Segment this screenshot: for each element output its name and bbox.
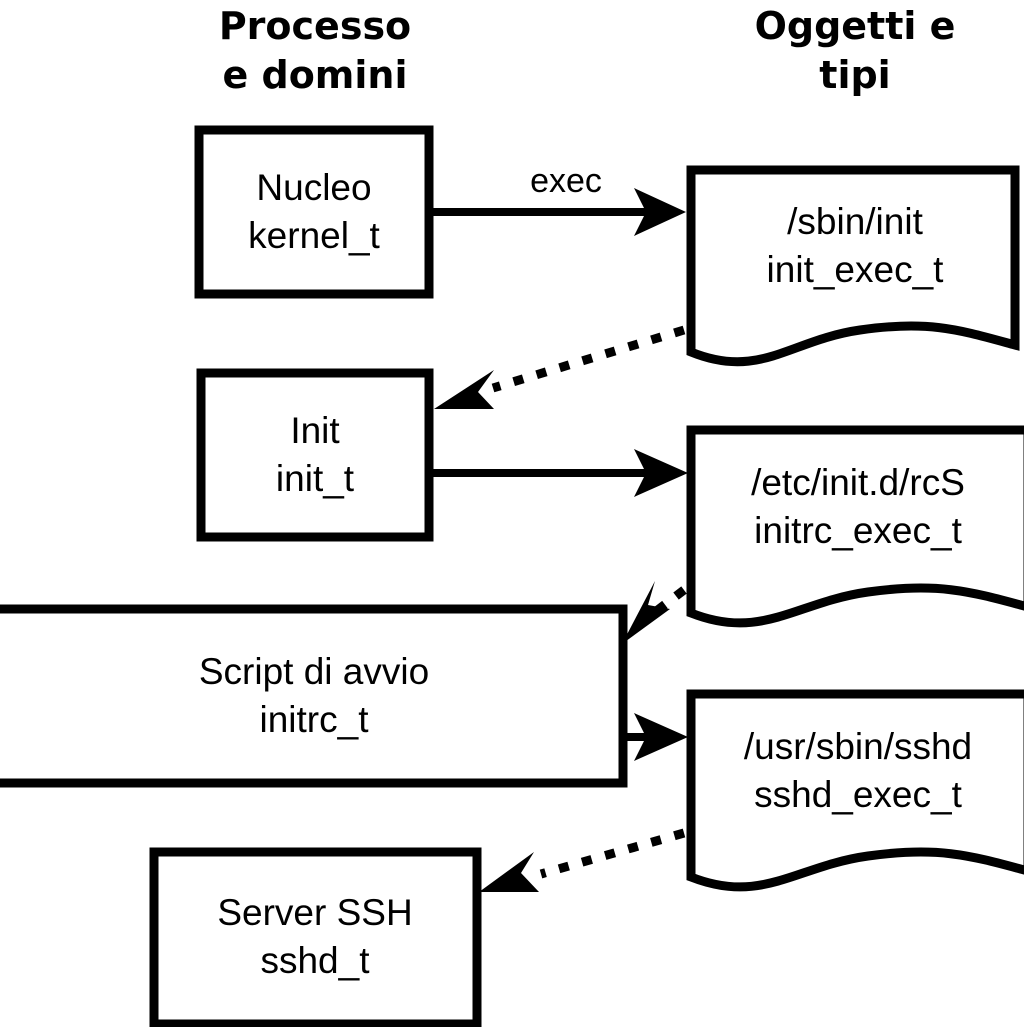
column-header-processes-line1: Processo	[219, 4, 411, 48]
node-init-line2: init_t	[276, 458, 355, 499]
edge-kernel-exec-init-exec: exec	[433, 162, 686, 236]
edge-init-exec-initrc-exec-arrowhead	[634, 449, 688, 497]
edge-initrc-exec-sshd-exec	[623, 713, 688, 761]
node-init[interactable]: Init init_t	[196, 368, 434, 542]
node-sshd-line2: sshd_t	[260, 940, 370, 981]
node-initrc-line2: initrc_t	[260, 699, 370, 740]
node-initrc-box[interactable]	[0, 604, 628, 788]
node-kernel-box[interactable]	[194, 125, 434, 299]
node-initrc[interactable]: Script di avvio initrc_t	[0, 604, 628, 788]
edge-init-exec-transition-init-line	[491, 325, 686, 393]
edge-initrc-exec-sshd-exec-arrowhead	[634, 713, 688, 761]
edge-init-exec-transition-init-arrowhead	[434, 370, 494, 409]
node-init-line1: Init	[290, 410, 340, 451]
node-kernel-line2: kernel_t	[248, 215, 380, 256]
edge-sshd-exec-transition-sshd	[479, 828, 686, 892]
edge-initrc-exec-transition-initrc-arrowhead	[622, 581, 670, 644]
node-sshd-line1: Server SSH	[217, 892, 412, 933]
column-header-objects-line1: Oggetti e	[755, 4, 956, 48]
node-sshd-exec[interactable]: /usr/sbin/sshd sshd_exec_t	[686, 689, 1024, 892]
edge-sshd-exec-transition-sshd-line	[539, 828, 686, 879]
node-initrc-exec-line1: /etc/init.d/rcS	[751, 462, 965, 503]
node-initrc-exec-line2: initrc_exec_t	[754, 510, 962, 551]
edge-kernel-exec-init-exec-arrowhead	[634, 188, 686, 236]
node-initrc-exec-document-shape[interactable]	[686, 425, 1024, 628]
column-header-objects: Oggetti e tipi	[755, 4, 956, 97]
node-kernel-line1: Nucleo	[256, 167, 371, 208]
edge-init-exec-transition-init	[434, 325, 686, 409]
node-sshd-exec-document-shape[interactable]	[686, 689, 1024, 892]
node-sshd-exec-line2: sshd_exec_t	[754, 774, 962, 815]
node-init-box[interactable]	[196, 368, 434, 542]
edge-init-exec-initrc-exec	[429, 449, 688, 497]
node-initrc-line1: Script di avvio	[199, 651, 429, 692]
edge-initrc-exec-transition-initrc	[622, 581, 687, 644]
node-init-exec[interactable]: /sbin/init init_exec_t	[686, 165, 1020, 367]
edge-sshd-exec-transition-sshd-arrowhead	[479, 852, 539, 892]
edge-label-exec: exec	[530, 162, 602, 200]
node-init-exec-document-shape[interactable]	[686, 165, 1020, 367]
node-sshd-box[interactable]	[149, 847, 482, 1027]
node-initrc-exec[interactable]: /etc/init.d/rcS initrc_exec_t	[686, 425, 1024, 628]
column-header-objects-line2: tipi	[819, 53, 890, 97]
node-init-exec-line1: /sbin/init	[787, 201, 923, 242]
node-kernel[interactable]: Nucleo kernel_t	[194, 125, 434, 299]
node-init-exec-line2: init_exec_t	[767, 249, 945, 290]
column-header-processes-line2: e domini	[222, 53, 407, 97]
node-sshd[interactable]: Server SSH sshd_t	[149, 847, 482, 1027]
column-header-processes: Processo e domini	[219, 4, 411, 97]
node-sshd-exec-line1: /usr/sbin/sshd	[744, 726, 972, 767]
